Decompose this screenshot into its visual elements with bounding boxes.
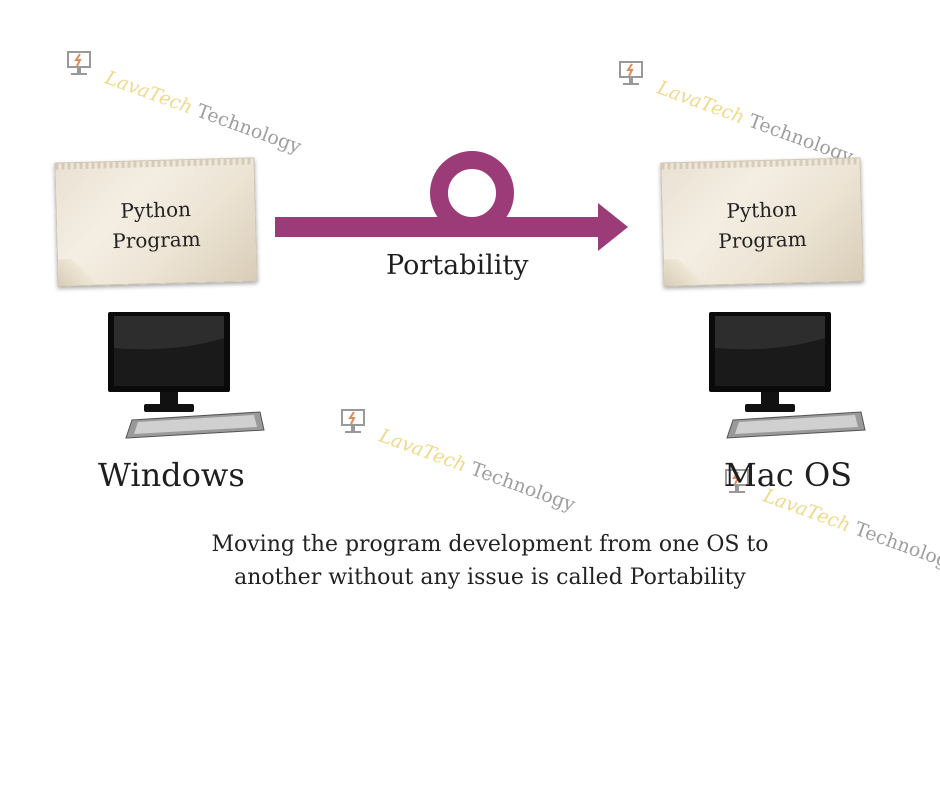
caption-line2: another without any issue is called Port… — [234, 565, 746, 590]
watermark-logo-icon — [338, 408, 370, 440]
right-note-line2: Program — [718, 226, 807, 254]
right-program-note: Python Program — [660, 157, 864, 287]
left-note-line2: Program — [112, 226, 201, 254]
caption-line1: Moving the program development from one … — [211, 532, 769, 557]
keyboard-icon — [125, 411, 265, 439]
computer-monitor-icon — [108, 312, 265, 439]
caption: Moving the program development from one … — [140, 528, 840, 594]
portability-arrow — [275, 151, 628, 251]
portability-label: Portability — [386, 250, 529, 281]
watermark-text: LavaTechTechnology — [376, 424, 579, 517]
left-note-text: Python Program — [56, 192, 256, 257]
watermark-logo-icon — [616, 60, 648, 92]
watermark-logo-icon — [722, 468, 754, 500]
mac-os-label: Mac OS — [724, 456, 853, 494]
left-program-note: Python Program — [54, 157, 258, 287]
keyboard-icon — [726, 411, 866, 439]
watermark-logo-icon — [64, 50, 96, 82]
watermark-text: LavaTechTechnology — [654, 76, 857, 169]
right-note-text: Python Program — [662, 192, 862, 257]
computer-monitor-icon — [709, 312, 866, 439]
windows-label: Windows — [98, 456, 245, 494]
